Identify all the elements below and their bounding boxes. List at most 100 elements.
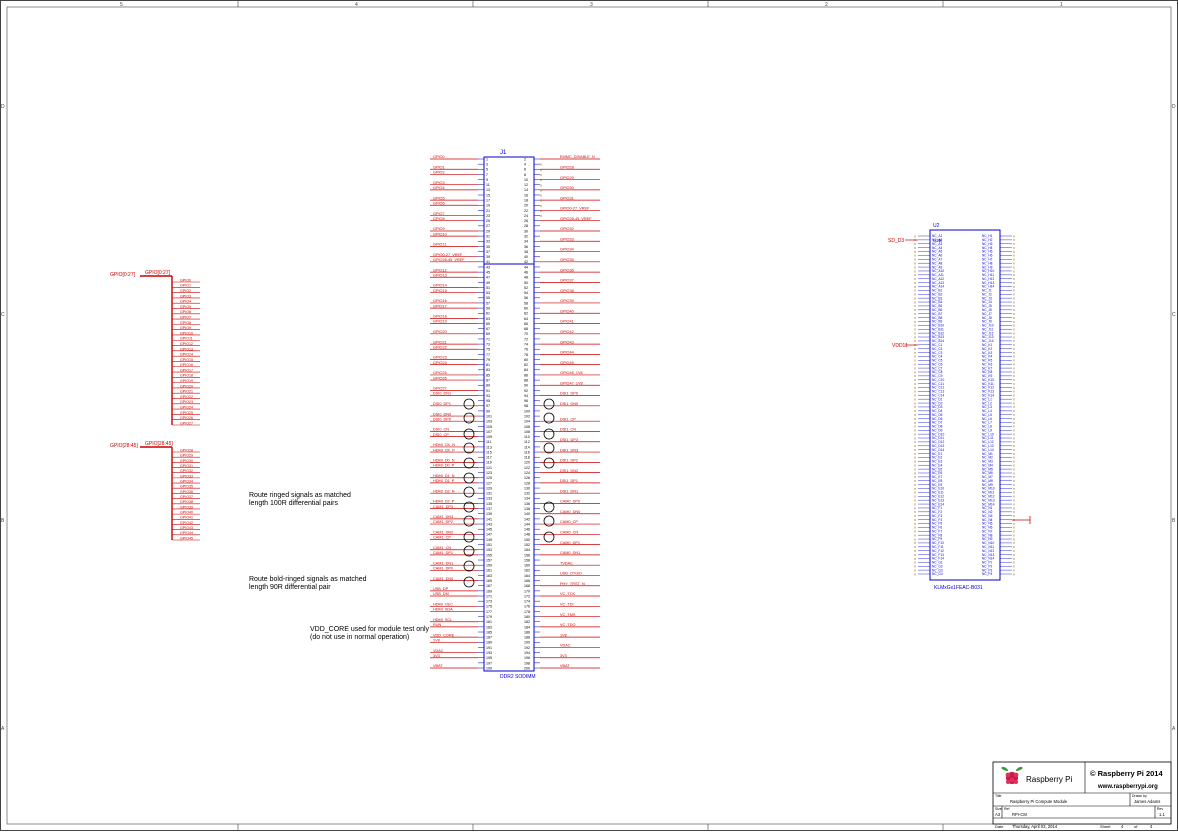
- nc-mark: x: [914, 448, 916, 452]
- u2-left-pin: NC_D14: [932, 448, 944, 452]
- u2-right-pin: NC_N14: [982, 557, 994, 561]
- nc-mark: x: [1013, 285, 1015, 289]
- u2-sub: U2B: [933, 238, 942, 243]
- u2-right-pin: NC_N8: [982, 533, 993, 537]
- j1-pin-number: 160: [524, 564, 530, 568]
- j1-pin-number: 122: [524, 466, 530, 470]
- j1-pin-number: 26: [524, 219, 528, 223]
- gpio-bus-28-45[interactable]: GPIO[28:45] GPIO[28:45] GPIO28GPIO29GPIO…: [110, 441, 200, 540]
- j1-left-net: GPIO13: [433, 273, 447, 277]
- bus-tap-label: GPIO36: [180, 490, 193, 494]
- u2-left-pin: NC_F7: [932, 529, 942, 533]
- nc-mark: x: [914, 518, 916, 522]
- nc-mark: x: [914, 390, 916, 394]
- j1-pin-number: 49: [486, 281, 490, 285]
- nc-mark: x: [1013, 374, 1015, 378]
- j1-right-net: CAM0_DN0: [560, 510, 580, 514]
- j1-pin-number: 84: [524, 368, 528, 372]
- u2-left-pin: NC_B11: [932, 327, 944, 331]
- u2-left-pin: NC_B6: [932, 308, 943, 312]
- j1-pin-number: 194: [524, 651, 530, 655]
- j1-pin-number: 44: [524, 265, 528, 269]
- j1-pin-number: 67: [486, 327, 490, 331]
- u2-right-pin: NC_L11: [982, 436, 994, 440]
- bus-tap-label: GPIO26: [180, 416, 193, 420]
- nc-mark: x: [914, 397, 916, 401]
- j1-pin-number: 150: [524, 538, 530, 542]
- j1-pin-number: 130: [524, 486, 530, 490]
- nc-mark: x: [914, 386, 916, 390]
- diff-pair-ring: [463, 515, 475, 527]
- u2-right-pin: NC_H13: [982, 281, 994, 285]
- j1-left-net: HDMI_D2_N: [433, 489, 455, 493]
- nc-mark: x: [914, 526, 916, 530]
- diff-pair-ring: [463, 398, 475, 410]
- nc-mark: x: [1013, 324, 1015, 328]
- j1-right-net: GPIO28-45_VREF: [560, 217, 592, 221]
- j1-pin-number: 51: [486, 286, 490, 290]
- u2-left-pin: NC_E3: [932, 460, 943, 464]
- nc-mark: x: [1013, 429, 1015, 433]
- u2-right-pin: NC_M2: [982, 456, 993, 460]
- u2-left-pin: NC_D11: [932, 436, 944, 440]
- nc-mark: x: [914, 312, 916, 316]
- u2-right-pin: NC_J2: [982, 292, 992, 296]
- j1-pin-number: 103: [486, 420, 492, 424]
- j1-right-net: GPIO29: [560, 176, 574, 180]
- u2-right-pin: NC_J8: [982, 316, 992, 320]
- j1-pin-number: 135: [486, 502, 492, 506]
- j1-pin-number: 54: [524, 291, 528, 295]
- nc-mark: x: [914, 565, 916, 569]
- j1-pin-number: 182: [524, 620, 530, 624]
- u2-left-pin: NC_F8: [932, 533, 942, 537]
- u2-body[interactable]: [929, 229, 1001, 581]
- u2-right-pin: NC_J13: [982, 335, 994, 339]
- j1-right-net: CAM0_DN1: [560, 551, 580, 555]
- j1-pin-number: 85: [486, 373, 490, 377]
- nc-mark: x: [914, 277, 916, 281]
- j1-pin-number: 170: [524, 589, 530, 593]
- nc-mark: x: [914, 328, 916, 332]
- j1-left-net: CAM1_DP3: [433, 505, 453, 509]
- nc-mark: x: [1013, 390, 1015, 394]
- nc-mark: x: [914, 429, 916, 433]
- j1-pin-number: 192: [524, 646, 530, 650]
- nc-mark: x: [914, 479, 916, 483]
- j1-pin-number: 97: [486, 404, 490, 408]
- u2-right-pin: NC_N5: [982, 522, 993, 526]
- u2-right-pin: NC_M10: [982, 487, 995, 491]
- nc-mark: x: [914, 351, 916, 355]
- u2-left-pin: NC_C7: [932, 366, 943, 370]
- j1-pin-number: 173: [486, 600, 492, 604]
- j1-right-net: GPIO32: [560, 227, 574, 231]
- u2-left-pin: NC_G4: [932, 572, 943, 576]
- note-vdd-line2: (do not use in normal operation): [310, 634, 409, 641]
- nc-mark: x: [1013, 293, 1015, 297]
- nc-mark: x: [914, 471, 916, 475]
- gpio-bus-0-27[interactable]: GPIO[0:27] GPIO[0:27] GPIO0GPIO1GPIO2GPI…: [110, 270, 200, 425]
- nc-mark: x: [914, 359, 916, 363]
- j1-pin-number: 141: [486, 517, 492, 521]
- bus-tap-label: GPIO40: [180, 511, 193, 515]
- nc-mark: x: [1013, 452, 1015, 456]
- j1-pin-number: 113: [486, 445, 492, 449]
- u2-right-pin: NC_H5: [982, 250, 993, 254]
- u2-left-pin: NC_A13: [932, 281, 944, 285]
- j1-pin-number: 47: [486, 276, 490, 280]
- u2-left-pin: NC_F9: [932, 537, 942, 541]
- u2-left-pin: NC_D13: [932, 444, 944, 448]
- j1-body[interactable]: [483, 156, 535, 672]
- border-col-3: 3: [590, 2, 593, 8]
- nc-mark: x: [914, 234, 916, 238]
- note-bold-line2: length 90R differential pair: [249, 584, 331, 591]
- u2-right-pin: NC_H7: [982, 258, 993, 262]
- nc-mark: x: [1013, 296, 1015, 300]
- j1-pin-number: 92: [524, 389, 528, 393]
- u2-left-pin: NC_G3: [932, 568, 943, 572]
- j1-pin-number: 91: [486, 389, 490, 393]
- j1-pin-number: 127: [486, 481, 492, 485]
- u2-right-pin: NC_M3: [982, 460, 993, 464]
- u2-right-pin: NC_H2: [982, 238, 993, 242]
